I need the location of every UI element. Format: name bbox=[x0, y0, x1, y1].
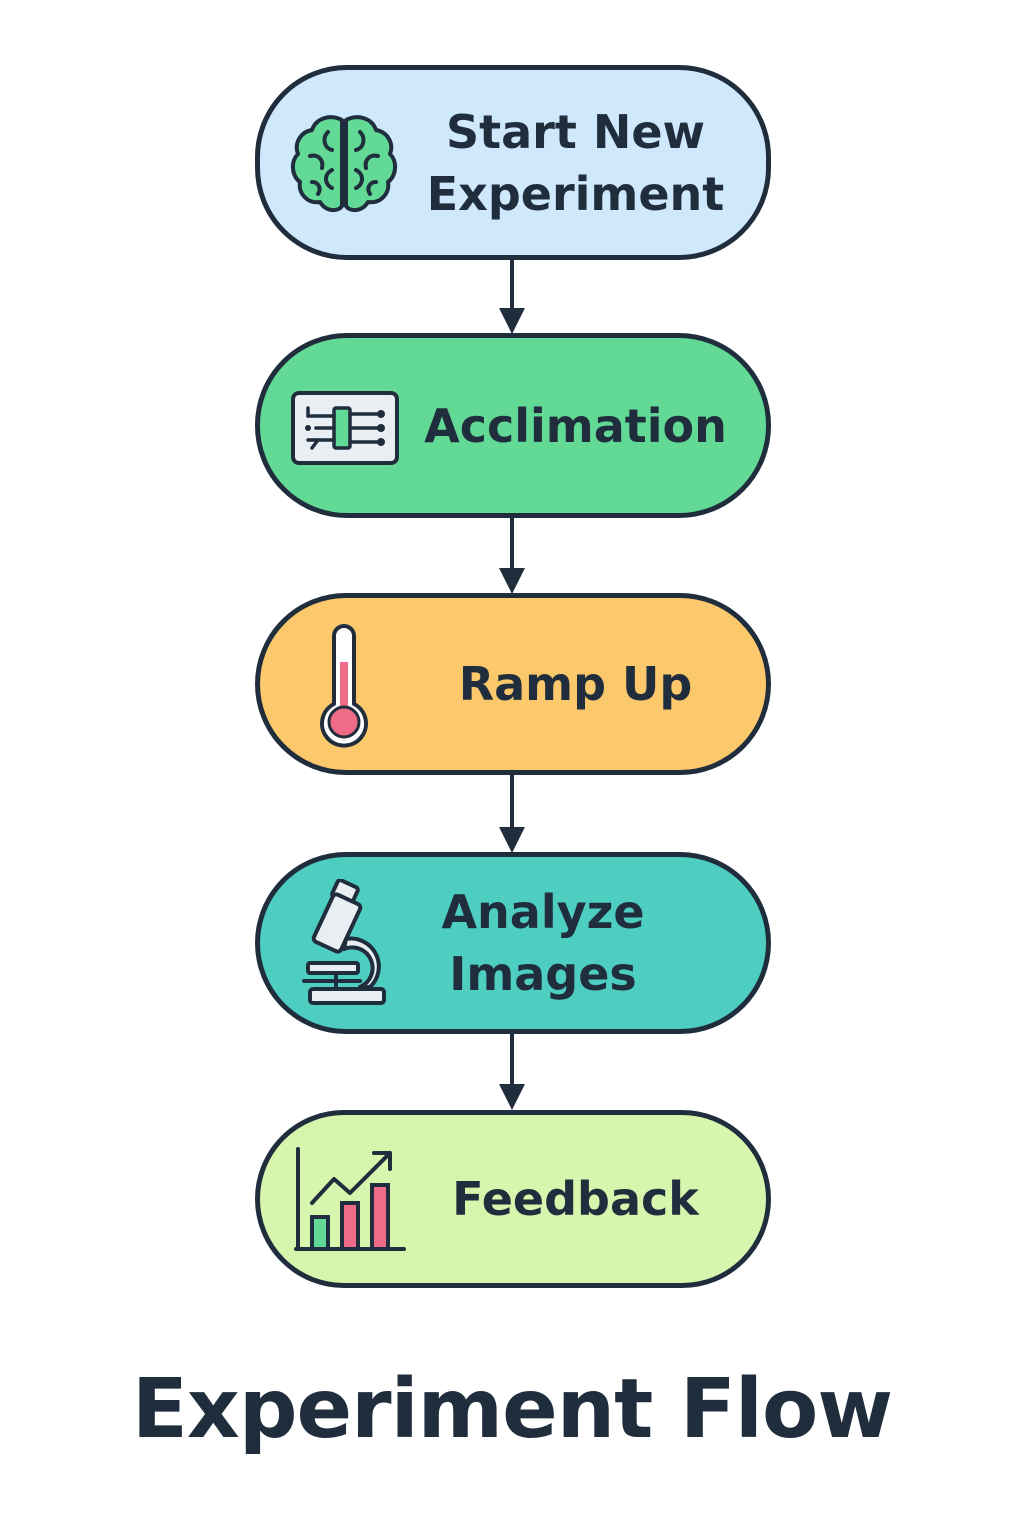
step-label: Ramp Up bbox=[458, 657, 693, 711]
page-title: Experiment Flow bbox=[131, 1362, 893, 1457]
step-analyze-images: Analyze Images bbox=[255, 852, 771, 1034]
step-label: Start New Experiment bbox=[426, 104, 725, 221]
microscope-icon bbox=[302, 879, 386, 1005]
thermometer-icon bbox=[320, 624, 368, 748]
growth-chart-icon bbox=[294, 1147, 406, 1251]
step-feedback: Feedback bbox=[255, 1110, 771, 1288]
flow-arrow bbox=[499, 773, 525, 853]
circuit-board-icon bbox=[291, 391, 399, 465]
step-label: Analyze Images bbox=[441, 885, 645, 1001]
brain-icon bbox=[291, 115, 397, 213]
flow-arrow bbox=[499, 1032, 525, 1110]
step-ramp-up: Ramp Up bbox=[255, 593, 771, 775]
flow-arrow bbox=[499, 516, 525, 594]
step-acclimation: Acclimation bbox=[255, 333, 771, 518]
step-label: Acclimation bbox=[424, 398, 727, 453]
step-start-new-experiment: Start New Experiment bbox=[255, 65, 771, 260]
step-label: Feedback bbox=[452, 1172, 699, 1226]
flow-arrow bbox=[499, 258, 525, 334]
